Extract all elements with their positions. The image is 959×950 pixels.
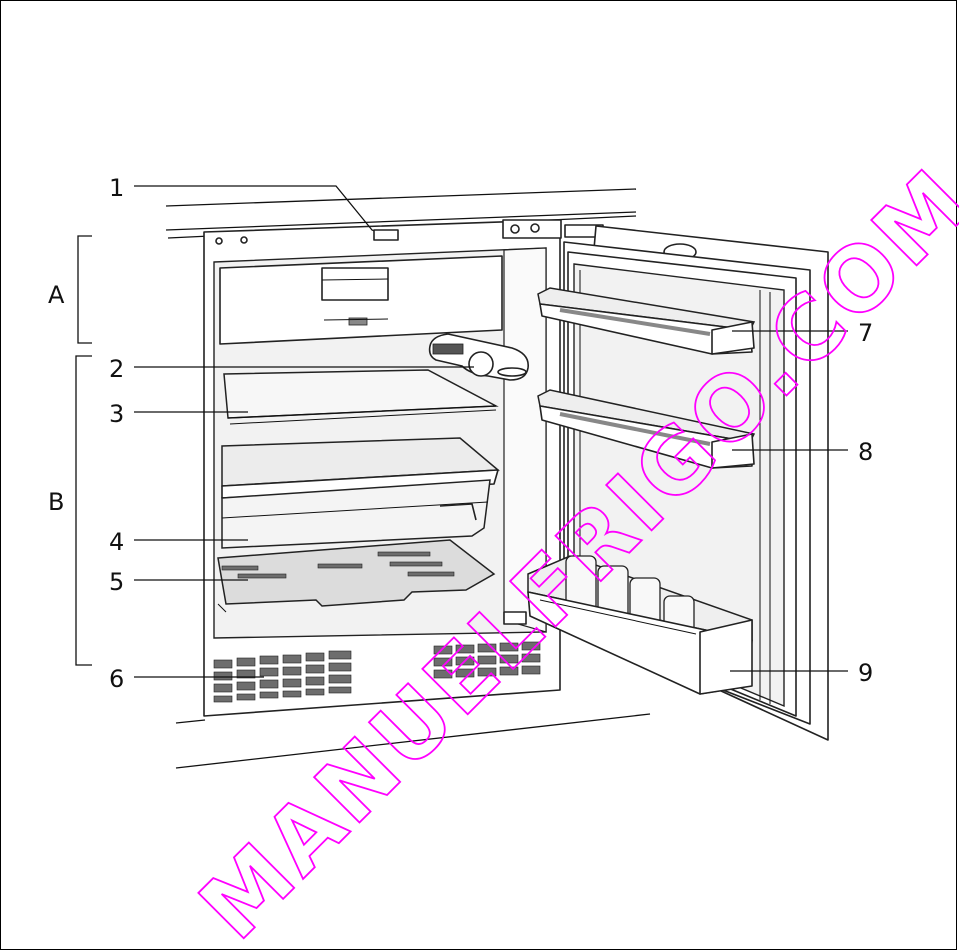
section-brackets: A B [48,235,92,666]
drawer-tray [217,539,496,613]
light-switch [373,229,399,241]
floor-line [175,713,651,769]
refrigerator-door [527,225,829,741]
top-hinge [502,219,562,239]
door-shelf-upper [537,287,756,355]
callout-5: 5 [109,568,124,596]
bracket-a [77,235,92,344]
callout-4: 4 [109,528,124,556]
callout-3: 3 [109,400,124,428]
bottle-rack [527,555,753,695]
interior-side-wall [503,247,547,633]
hinge-screw [530,223,540,233]
bracket-b [75,355,92,666]
callout-8: 8 [858,438,873,466]
countertop-edge-top [165,188,637,207]
temperature-control [428,333,529,381]
tray-5 [217,539,496,607]
callout-1: 1 [109,174,124,202]
freezer-compartment [219,255,503,345]
callout-7: 7 [858,319,873,347]
glass-shelf [223,369,499,425]
plinth-line [175,719,206,724]
door-shelf-lower [537,389,756,469]
callout-2: 2 [109,355,124,383]
callouts: 1 2 3 4 5 6 7 8 9 [109,174,873,693]
bottom-hinge [503,611,527,625]
control-vent [432,343,464,355]
screw-hole [240,236,248,244]
glass-shelf-middle [221,437,500,499]
countertop-edge-front [165,211,637,231]
freezer-handle [321,267,389,301]
ventilation-grille-right [433,641,541,679]
section-a-label: A [48,281,65,309]
temperature-knob [468,351,494,377]
screw-hole [215,237,223,245]
section-b-label: B [48,488,64,516]
hinge-screw [510,224,520,234]
freezer-label [348,317,368,326]
callout-6: 6 [109,665,124,693]
callout-9: 9 [858,659,873,687]
ventilation-grille-left [212,650,354,703]
